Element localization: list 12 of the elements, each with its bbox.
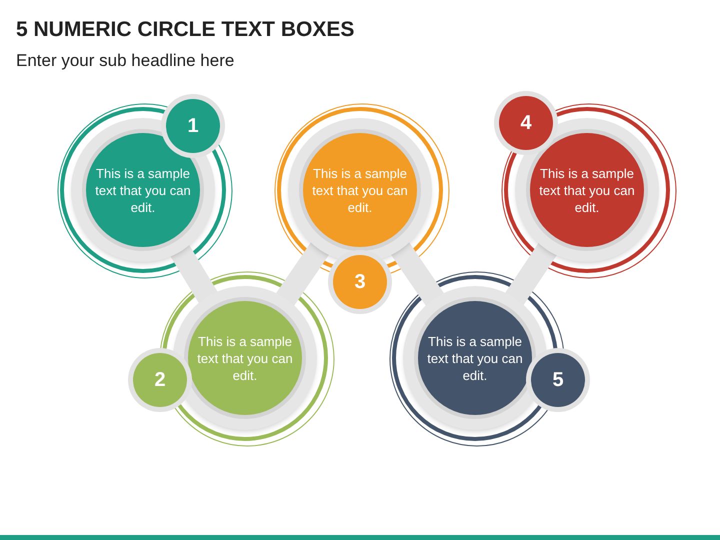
number-label: 3 <box>354 270 366 295</box>
number-label: 4 <box>520 111 532 136</box>
body-text: This is a sample text that you can edit. <box>311 164 409 216</box>
body-text: This is a sample text that you can edit. <box>426 332 524 384</box>
number-label: 5 <box>552 368 564 393</box>
body-text: This is a sample text that you can edit. <box>538 164 636 216</box>
number-label: 1 <box>187 114 199 139</box>
subtitle: Enter your sub headline here <box>16 50 234 72</box>
number-label: 2 <box>154 368 166 393</box>
title: 5 NUMERIC CIRCLE TEXT BOXES <box>16 17 354 43</box>
body-text: This is a sample text that you can edit. <box>196 332 294 384</box>
body-text: This is a sample text that you can edit. <box>94 164 192 216</box>
